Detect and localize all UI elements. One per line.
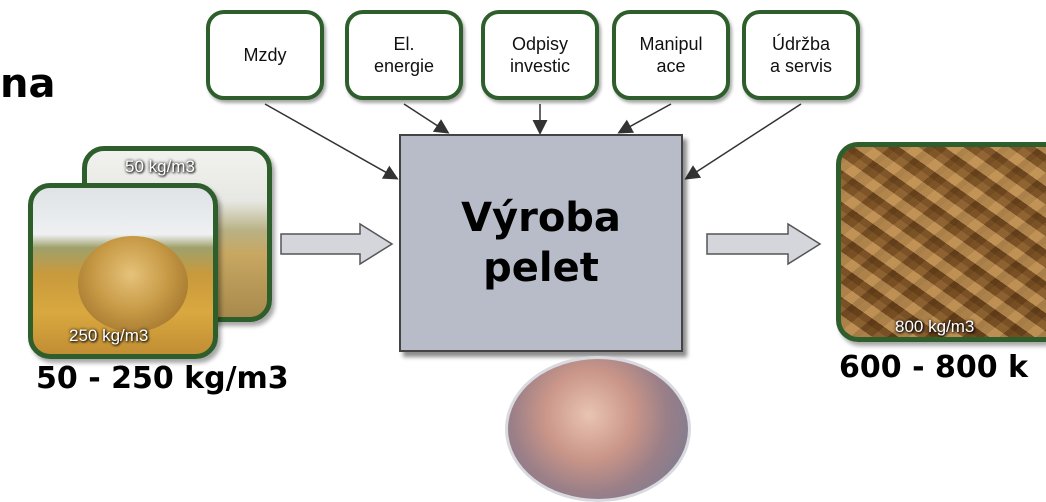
back-photo-label: 50 kg/m3 [125,157,195,176]
arrow-handling [617,103,672,134]
block-arrow-in [280,222,394,266]
input-box-electricity: El. energie [345,10,463,100]
process-box: Výroba pelet [399,134,683,352]
connector-arrows [264,103,822,266]
front-photo-label: 250 kg/m3 [69,326,149,345]
pellets-photo-label: 800 kg/m3 [895,317,975,336]
hay-bale-shape [78,236,188,332]
input-box-wages: Mzdy [206,10,324,100]
pellets-photo: 800 kg/m3 [836,142,1046,342]
raw-density-label: 50 - 250 kg/m3 [36,361,289,396]
input-box-depreciation: Odpisy investic [481,10,599,100]
input-box-maintenance: Údržba a servis [742,10,860,100]
hay-bale-photo-front: 250 kg/m3 [28,183,218,359]
arrow-maintenance [684,103,802,180]
partial-heading: na [0,61,56,107]
arrow-wages [264,103,399,180]
arrow-electricity [403,103,450,134]
pellet-machine-image [505,356,691,502]
input-box-handling: Manipul ace [612,10,730,100]
process-label: Výroba pelet [461,195,621,291]
product-density-label: 600 - 800 k [839,350,1028,385]
block-arrow-out [706,222,822,266]
